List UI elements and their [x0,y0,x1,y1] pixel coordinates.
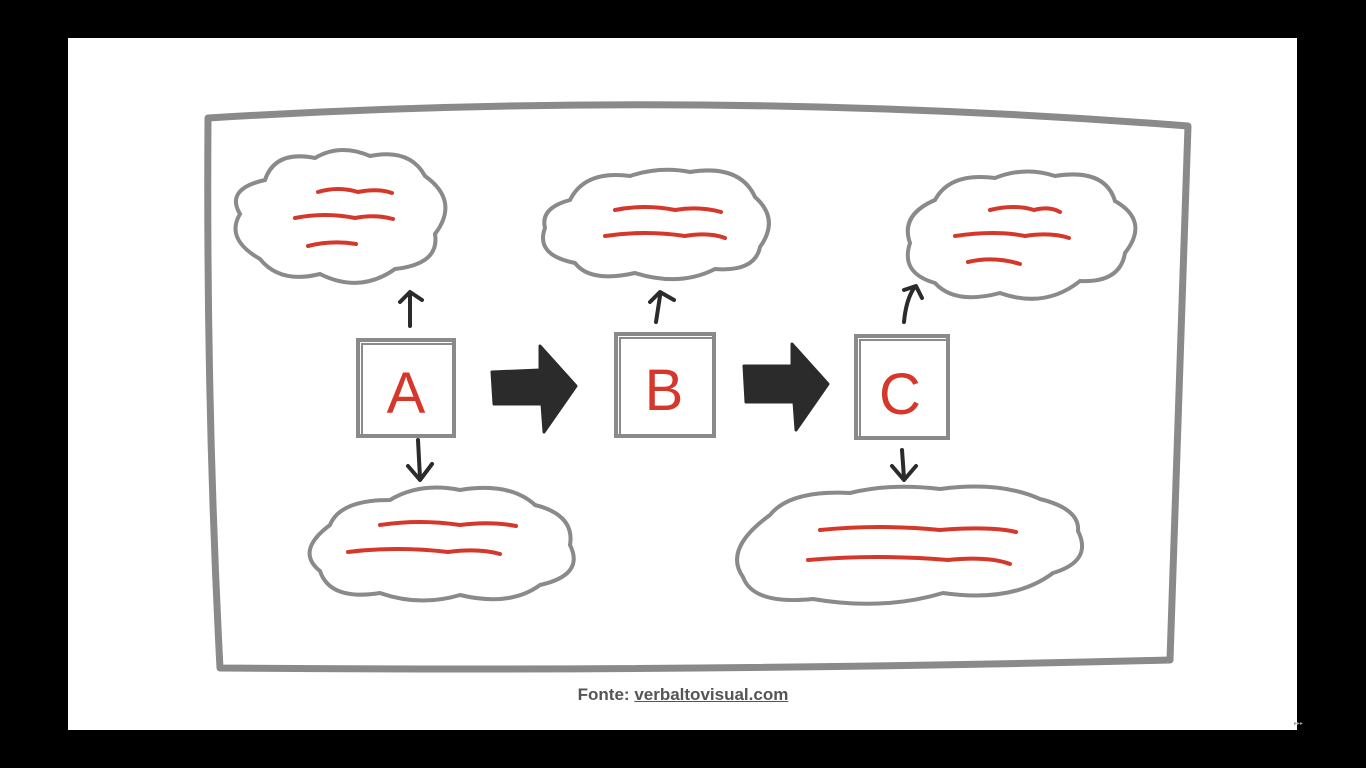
connector-a-down [406,438,434,482]
callout-cloud-b-top [541,167,771,282]
callout-cloud-a-bottom [307,485,576,603]
watermark-logo: ▸▸▸ [1294,720,1304,727]
caption: Fonte: verbaltovisual.com [0,685,1366,705]
node-box-b: B [614,332,716,438]
caption-prefix: Fonte: [577,685,635,704]
node-box-a: A [356,338,456,438]
connector-c-down [890,448,918,482]
connector-c-up [902,284,924,324]
node-label-b: B [645,358,684,423]
callout-cloud-a-top [233,148,448,285]
node-label-a: A [387,361,426,426]
source-link[interactable]: verbaltovisual.com [634,685,789,704]
slide-canvas [68,38,1297,730]
callout-cloud-c-top [905,169,1138,301]
callout-cloud-c-bottom [735,484,1084,606]
flow-arrow-b-c [742,342,830,432]
node-box-c: C [854,334,950,440]
flow-arrow-a-b [490,344,578,434]
connector-b-up [648,290,676,324]
node-label-c: C [879,362,921,427]
connector-a-up [398,290,424,328]
outer-frame [204,101,1192,673]
